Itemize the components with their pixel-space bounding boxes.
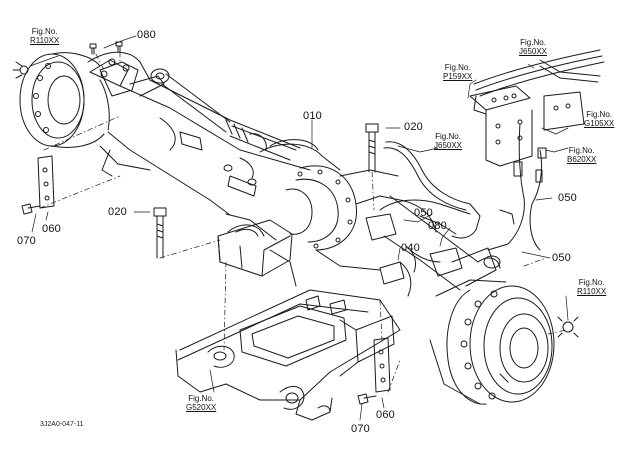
left-support-bracket <box>217 219 293 277</box>
part-060-bottom: 060 <box>376 409 395 421</box>
center-lines <box>39 51 567 393</box>
fig-ref-j650-mid: Fig.No. J650XX <box>434 132 463 150</box>
left-axle-housing <box>87 51 311 216</box>
part-050-c: 050 <box>552 252 571 264</box>
part-070-bottom: 070 <box>351 423 370 435</box>
mounting-bracket <box>469 85 585 167</box>
part-080-mid: 080 <box>428 220 447 232</box>
fig-ref-p159: Fig.No. P159XX <box>443 63 473 81</box>
long-bolt-left <box>153 207 167 259</box>
drawing-code: 3J2A0-047-11 <box>40 421 84 428</box>
part-060-left: 060 <box>42 223 61 235</box>
part-070-left: 070 <box>17 235 36 247</box>
fig-ref-g520: Fig.No. G520XX <box>186 394 217 412</box>
bolt-070-bottom <box>357 393 377 405</box>
center-housing <box>225 139 401 287</box>
part-040: 040 <box>401 242 420 254</box>
part-050-b: 050 <box>414 207 433 219</box>
part-020-left: 020 <box>108 206 127 218</box>
bracket-060-left <box>37 155 55 209</box>
right-hub <box>429 279 555 405</box>
part-020-right: 020 <box>404 121 423 133</box>
bracket-060-bottom <box>373 337 391 393</box>
right-axle-housing <box>365 195 501 291</box>
fig-ref-r110-right: Fig.No. R110XX <box>577 278 607 296</box>
fig-ref-b620: Fig.No. B620XX <box>567 146 597 164</box>
right-flange-bolt <box>557 316 579 338</box>
fig-ref-j650-top: Fig.No. J650XX <box>519 38 548 56</box>
tie-rod <box>161 73 297 161</box>
long-bolt-right <box>365 123 379 173</box>
small-bolts-080 <box>89 41 123 55</box>
part-050-a: 050 <box>558 192 577 204</box>
part-080-top: 080 <box>137 29 156 41</box>
bolt-070-left <box>21 203 41 215</box>
knuckle-arm <box>99 58 170 97</box>
hydraulic-pipe <box>379 141 481 239</box>
front-support-frame <box>175 289 401 421</box>
leader-lines <box>29 35 569 421</box>
fig-ref-r110-left: Fig.No. R110XX <box>30 27 60 45</box>
top-right-hose <box>473 49 605 97</box>
fig-ref-g105: Fig.No. G105XX <box>584 110 615 128</box>
left-hub <box>12 52 105 148</box>
part-010: 010 <box>303 110 322 122</box>
wiring-harness <box>399 123 547 297</box>
